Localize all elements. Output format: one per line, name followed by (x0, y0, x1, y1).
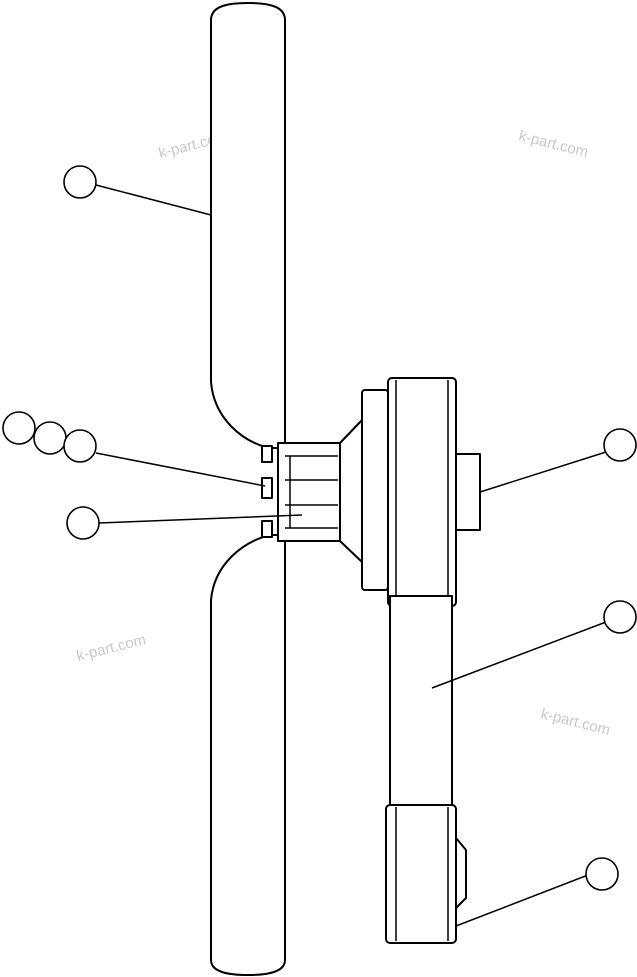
bolt-head (261, 477, 273, 499)
watermark: k-part.com (517, 127, 590, 161)
watermark: k-part.com (539, 705, 612, 739)
drive-belt (389, 595, 453, 809)
pulley-body (387, 377, 457, 607)
bolt-head (261, 445, 273, 463)
pulley-boss (455, 453, 481, 531)
hub-cone (339, 419, 363, 563)
lower-pulley-body (385, 804, 457, 944)
callout-6[interactable] (603, 428, 637, 462)
lower-pulley-boss (455, 837, 467, 909)
callout-5[interactable] (66, 506, 100, 540)
callout-8[interactable] (585, 857, 619, 891)
hub-flange (277, 442, 341, 542)
callout-7[interactable] (603, 600, 637, 634)
tube-lower (210, 534, 286, 976)
callout-4[interactable] (63, 429, 97, 463)
watermark: k-part.com (75, 631, 148, 665)
callout-3[interactable] (33, 421, 67, 455)
leader-lines (95, 184, 607, 927)
tube-upper (210, 2, 286, 449)
callout-2[interactable] (2, 411, 36, 445)
callout-1[interactable] (63, 165, 97, 199)
bolt-head (261, 520, 273, 538)
pulley-flange (361, 389, 389, 591)
